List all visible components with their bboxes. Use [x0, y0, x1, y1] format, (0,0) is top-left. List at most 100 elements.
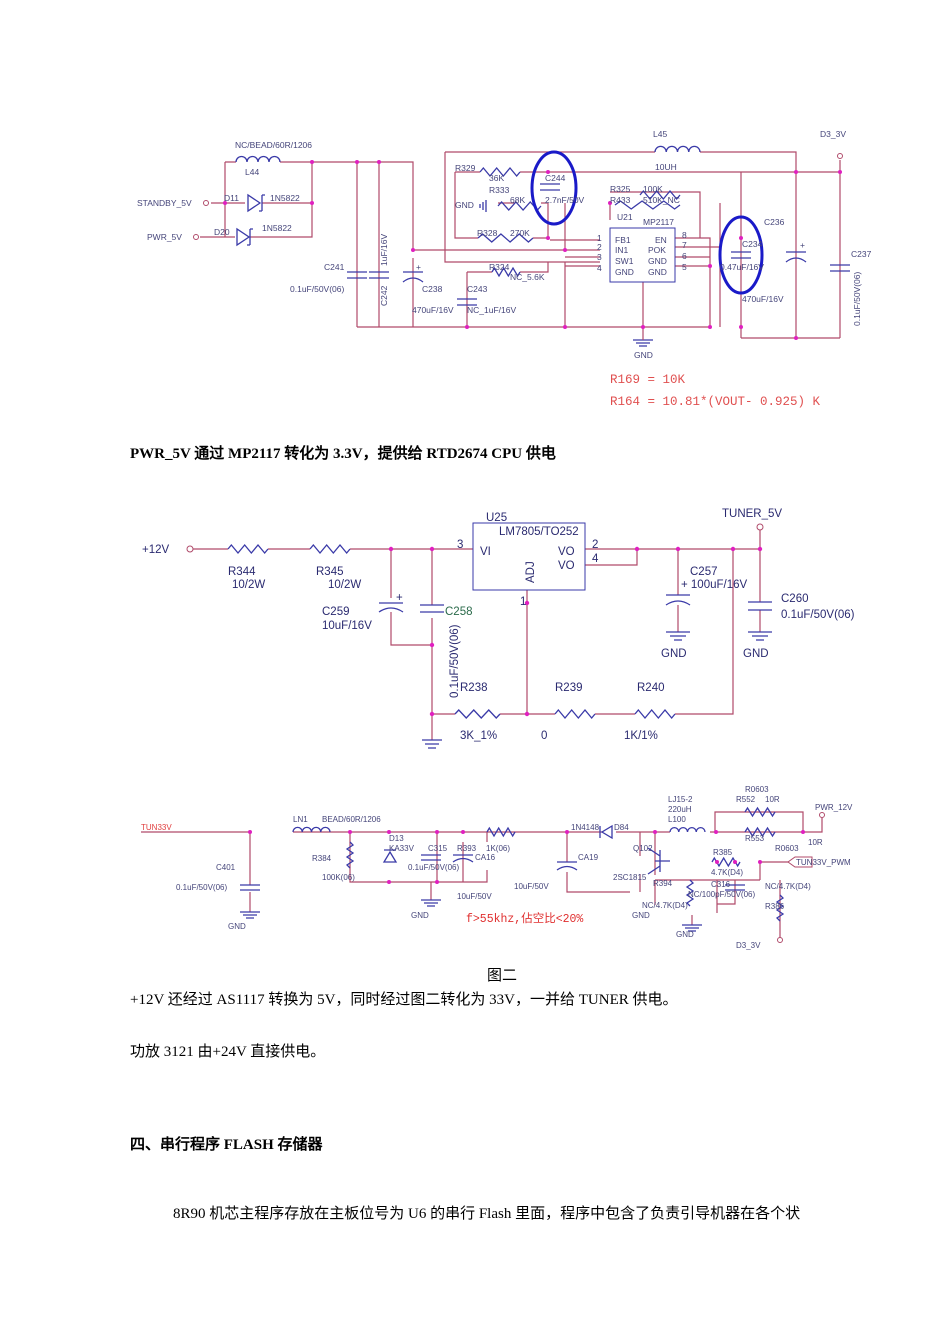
svg-text:R344: R344	[228, 566, 256, 578]
svg-text:0.47uF/16V: 0.47uF/16V	[720, 262, 764, 272]
svg-text:R325: R325	[610, 184, 631, 194]
svg-text:10uF/16V: 10uF/16V	[322, 620, 372, 632]
svg-text:GND: GND	[648, 256, 667, 266]
svg-text:3K_1%: 3K_1%	[460, 730, 497, 742]
svg-text:0.1uF/50V(06): 0.1uF/50V(06)	[290, 284, 345, 294]
svg-text:10UH: 10UH	[655, 162, 677, 172]
svg-text:4.7K(D4): 4.7K(D4)	[711, 868, 743, 877]
svg-text:0.1uF/50V(06): 0.1uF/50V(06)	[852, 271, 862, 326]
svg-text:C241: C241	[324, 262, 345, 272]
svg-text:C242: C242	[379, 285, 389, 306]
paragraph-tuner-power: +12V 还经过 AS1117 转换为 5V，同时经过图二转化为 33V，一并给…	[130, 992, 678, 1008]
svg-text:470uF/16V: 470uF/16V	[742, 294, 784, 304]
svg-text:36K: 36K	[489, 173, 504, 183]
resistor-r238	[454, 709, 501, 719]
svg-text:5: 5	[682, 262, 687, 272]
svg-text:220uH: 220uH	[668, 805, 692, 814]
svg-text:3: 3	[457, 539, 463, 551]
resistor-r239	[554, 708, 596, 720]
svg-text:100K(06): 100K(06)	[322, 873, 355, 882]
ic-u21	[609, 227, 676, 283]
svg-text:C257: C257	[690, 566, 718, 578]
section-heading-flash: 四、串行程序 FLASH 存储器	[130, 1137, 323, 1153]
resistor-r328	[477, 233, 534, 243]
svg-text:+: +	[800, 240, 805, 250]
capacitor-icons: +	[378, 592, 772, 613]
svg-text:D20: D20	[214, 227, 230, 237]
paragraph-amplifier-power: 功放 3121 由+24V 直接供电。	[130, 1044, 326, 1060]
svg-text:1K/1%: 1K/1%	[624, 730, 658, 742]
port-standby-5v	[203, 200, 209, 206]
svg-text:TUN33V_PWM: TUN33V_PWM	[796, 858, 851, 867]
port-d3-3v	[837, 153, 843, 159]
svg-text:ADJ: ADJ	[525, 561, 537, 583]
svg-text:+: +	[396, 592, 403, 604]
svg-text:R333: R333	[489, 185, 510, 195]
svg-text:510K_NC: 510K_NC	[643, 195, 680, 205]
schematic3-labels: TUN33V LN1 BEAD/60R/1206 C401 0.1uF/50V(…	[141, 785, 853, 950]
resistor-r324	[491, 266, 521, 278]
svg-text:+12V: +12V	[142, 544, 170, 556]
svg-text:R345: R345	[316, 566, 344, 578]
svg-text:10R: 10R	[765, 795, 780, 804]
resistor-r433	[614, 200, 681, 210]
diode-d84-icon	[599, 824, 613, 840]
svg-text:1N4148: 1N4148	[571, 823, 600, 832]
svg-text:L44: L44	[245, 167, 259, 177]
svg-text:C234: C234	[742, 239, 763, 249]
gnd-symbols	[422, 631, 772, 749]
junctions	[388, 546, 763, 717]
transistor-q102-icon	[647, 847, 670, 875]
schematic-lm7805: + +12V R344 10/2W R345 10/2W U25 LM7805/…	[142, 508, 855, 749]
svg-text:C260: C260	[781, 593, 809, 605]
svg-text:MP2117: MP2117	[643, 217, 674, 227]
svg-text:D13: D13	[389, 834, 404, 843]
svg-text:R0603: R0603	[775, 844, 799, 853]
diode-d13-icon	[382, 849, 398, 863]
svg-text:U21: U21	[617, 212, 633, 222]
svg-text:KA33V: KA33V	[389, 844, 415, 853]
schematic1-labels: NC/BEAD/60R/1206 L44 STANDBY_5V D11 1N58…	[137, 129, 872, 409]
svg-text:R324: R324	[489, 262, 510, 272]
port-tuner-5v	[756, 523, 764, 531]
vertical-resistors	[345, 841, 785, 922]
figure-label: 图二	[487, 968, 518, 984]
ic-u25	[472, 522, 586, 591]
svg-text:470uF/16V: 470uF/16V	[412, 305, 454, 315]
svg-text:CA19: CA19	[578, 853, 599, 862]
svg-text:D3_3V: D3_3V	[736, 941, 761, 950]
svg-text:R238: R238	[460, 682, 488, 694]
svg-text:0.1uF/50V(06): 0.1uF/50V(06)	[449, 624, 461, 698]
svg-text:NC/4.7K(D4): NC/4.7K(D4)	[642, 901, 688, 910]
svg-text:IN1: IN1	[615, 245, 629, 255]
svg-text:f>55khz,佔空比<20%: f>55khz,佔空比<20%	[466, 911, 583, 926]
schematic-mp2117: ++ NC/BEAD/60R/1206 L44 STANDBY_5V D11 1…	[137, 129, 872, 409]
svg-text:R328: R328	[477, 228, 498, 238]
port-12v	[186, 545, 194, 553]
inductor-l100	[669, 826, 706, 833]
svg-text:C238: C238	[422, 284, 443, 294]
svg-text:10uF/50V: 10uF/50V	[514, 882, 549, 891]
svg-text:R552: R552	[736, 795, 756, 804]
svg-text:10/2W: 10/2W	[328, 579, 361, 591]
svg-text:SW1: SW1	[615, 256, 634, 266]
svg-text:68K: 68K	[510, 195, 525, 205]
svg-text:TUN33V: TUN33V	[141, 823, 172, 832]
svg-text:1uF/16V: 1uF/16V	[379, 234, 389, 266]
svg-text:D11: D11	[224, 193, 239, 203]
svg-text:D84: D84	[614, 823, 629, 832]
svg-text:R0603: R0603	[745, 785, 769, 794]
svg-text:BEAD/60R/1206: BEAD/60R/1206	[322, 815, 381, 824]
diode-d11-icon	[247, 193, 265, 213]
svg-text:Q102: Q102	[633, 844, 653, 853]
svg-text:2SC1815: 2SC1815	[613, 873, 647, 882]
resistor-r393	[486, 826, 516, 838]
highlight-c244	[530, 150, 578, 226]
svg-text:10uF/50V: 10uF/50V	[457, 892, 492, 901]
svg-text:R553: R553	[745, 834, 765, 843]
svg-text:GND: GND	[632, 911, 650, 920]
svg-text:R384: R384	[312, 854, 332, 863]
svg-text:10/2W: 10/2W	[232, 579, 265, 591]
resistor-r345	[309, 543, 351, 555]
